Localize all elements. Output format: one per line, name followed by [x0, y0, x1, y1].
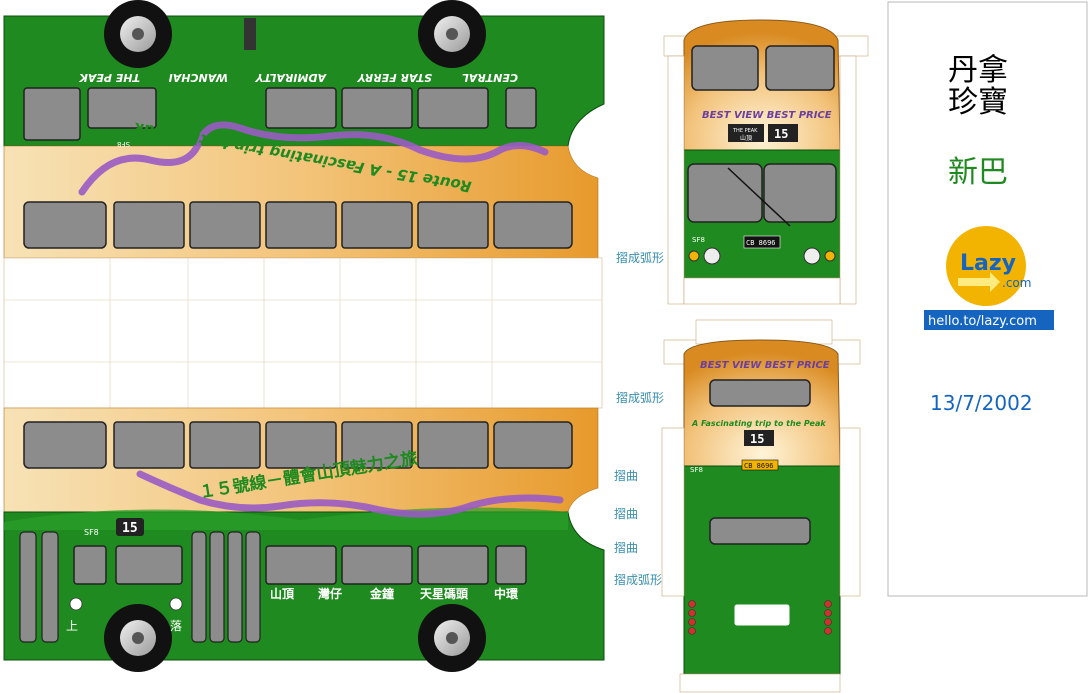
roof-panel — [3, 257, 603, 409]
rear-upper-window — [709, 379, 811, 407]
destination-wanchai: WANCHAI — [169, 71, 228, 84]
upper-windows-bottom — [23, 421, 573, 469]
front-plate: CB 8696 — [746, 239, 776, 247]
front-view — [663, 19, 869, 305]
front-route-box — [768, 124, 798, 142]
wheel-top-right — [418, 0, 486, 68]
lower-windows-top — [23, 87, 537, 141]
front-dest-box — [728, 124, 764, 142]
logo-word: Lazy — [960, 251, 1016, 276]
front-windscreen-right — [763, 163, 837, 223]
fold-label-1: 摺曲 — [614, 468, 638, 483]
front-windscreen-left — [687, 163, 763, 223]
front-upper-window-left — [691, 45, 759, 91]
fold-instructions: 摺成弧形 摺成弧形 摺曲 摺曲 摺曲 摺成弧形 — [614, 250, 664, 587]
indicator-left — [688, 250, 700, 262]
stop-star-ferry: 天星碼頭 — [420, 586, 469, 601]
fold-curve-label-2: 摺成弧形 — [616, 390, 664, 405]
wiper-line — [727, 167, 791, 227]
front-dest-en: THE PEAK — [732, 128, 758, 134]
roof-guides — [4, 258, 602, 408]
rear-fleet-no: SF8 — [690, 466, 703, 474]
rear-slogan: A Fascinating trip to the Peak — [691, 419, 826, 428]
fold-label-3: 摺曲 — [614, 540, 638, 555]
rear-side-flap-right — [839, 427, 861, 597]
front-banner: BEST VIEW BEST PRICE — [702, 110, 832, 121]
front-plate-box — [743, 235, 781, 249]
rear-logo-badge — [733, 603, 791, 627]
door-up-label: 上 — [66, 619, 78, 633]
side-vent — [244, 18, 256, 50]
url-badge — [924, 310, 1054, 330]
rear-body-lower — [683, 465, 841, 675]
door-arrow-icons — [69, 597, 183, 611]
front-bottom-flap — [683, 277, 841, 305]
panel-title-line2: 珍寶 — [948, 85, 1008, 120]
lazy-logo — [946, 226, 1026, 306]
destination-the-peak: THE PEAK — [78, 71, 140, 84]
rear-side-flap-left — [661, 427, 685, 597]
fold-label-2: 摺曲 — [614, 506, 638, 521]
panel-operator: 新巴 — [948, 155, 1008, 190]
front-side-flap-right — [839, 55, 857, 305]
wheel-bottom-left — [104, 604, 172, 672]
upper-windows-top — [23, 201, 573, 249]
front-upper-window-right — [765, 45, 835, 91]
rear-lamps-right — [824, 600, 832, 635]
logo-dot-com: .com — [1002, 276, 1031, 290]
panel-url: hello.to/lazy.com — [928, 314, 1037, 329]
indicator-right — [824, 250, 836, 262]
rear-lamps-left — [688, 600, 696, 635]
front-side-flap-left — [667, 55, 685, 305]
rear-plate: CB 8696 — [744, 462, 774, 470]
side-top-fleet-no: SF8 — [117, 140, 130, 148]
front-dest-zh: 山頂 — [740, 134, 752, 142]
dragon-top — [78, 121, 549, 196]
rear-door — [191, 531, 261, 643]
front-logo-badge — [736, 250, 790, 268]
rear-route-no: 15 — [750, 432, 764, 446]
door-down-label: 落 — [170, 619, 182, 633]
rear-bottom-flap — [679, 673, 841, 693]
rear-view — [661, 319, 861, 693]
side-net — [3, 0, 605, 672]
stop-central: 中環 — [494, 586, 519, 601]
destination-admiralty: ADMIRALTY — [255, 71, 327, 84]
wheel-top-left — [104, 0, 172, 68]
wheel-bottom-right — [418, 604, 486, 672]
headlight-left — [703, 247, 721, 265]
dragon-bottom — [136, 470, 564, 518]
fold-curve-label-1: 摺成弧形 — [616, 250, 664, 265]
headlight-right — [803, 247, 821, 265]
rear-banner: BEST VIEW BEST PRICE — [700, 360, 830, 371]
side-bottom-route-no: 15 — [122, 521, 138, 536]
front-fleet-no: SF8 — [692, 236, 705, 244]
lower-windows-bottom — [73, 545, 527, 585]
stop-the-peak: 山頂 — [270, 586, 295, 601]
panel-date: 13/7/2002 — [930, 391, 1033, 415]
destination-star-ferry: STAR FERRY — [357, 71, 432, 84]
fold-curve-label-3: 摺成弧形 — [614, 572, 662, 587]
stop-admiralty: 金鐘 — [369, 586, 394, 601]
route-box-bg — [116, 518, 144, 536]
stop-wanchai: 灣仔 — [318, 586, 342, 601]
side-bottom-fleet-no: SF8 — [84, 528, 99, 537]
rear-plate-box — [741, 459, 779, 471]
front-door — [19, 531, 59, 643]
rear-lower-window — [709, 517, 811, 545]
front-route-no: 15 — [774, 127, 788, 141]
destination-central: CENTRAL — [462, 71, 518, 84]
side-bottom-stops: 山頂 灣仔 金鐘 天星碼頭 中環 — [270, 586, 519, 601]
rear-route-box — [744, 430, 774, 446]
panel-title-line1: 丹拿 — [948, 53, 1008, 88]
side-top-destination-board: CENTRAL STAR FERRY ADMIRALTY WANCHAI THE… — [78, 71, 518, 84]
